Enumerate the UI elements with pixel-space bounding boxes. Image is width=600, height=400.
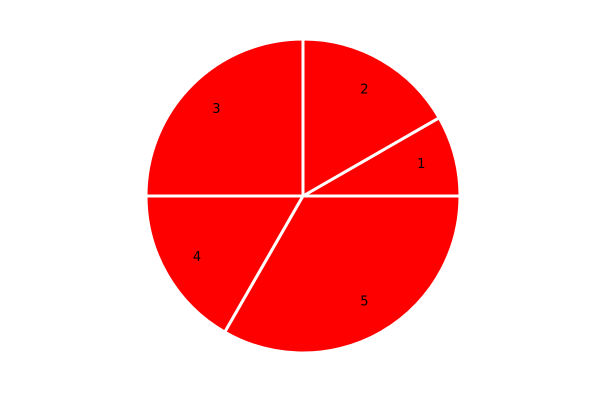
pie-slice-label-5: 5 bbox=[360, 294, 368, 309]
pie-slices bbox=[144, 37, 462, 355]
pie-slice-label-3: 3 bbox=[212, 102, 220, 117]
pie-slice-3 bbox=[144, 37, 305, 198]
pie-slice-5 bbox=[223, 194, 462, 355]
pie-slice-4 bbox=[144, 194, 305, 334]
pie-slice-label-1: 1 bbox=[417, 157, 425, 172]
pie-slice-2 bbox=[301, 37, 441, 198]
pie-slice-label-4: 4 bbox=[193, 250, 201, 265]
pie-slice-label-2: 2 bbox=[360, 83, 368, 98]
pie-labels: 1 2 3 4 5 bbox=[193, 83, 426, 310]
